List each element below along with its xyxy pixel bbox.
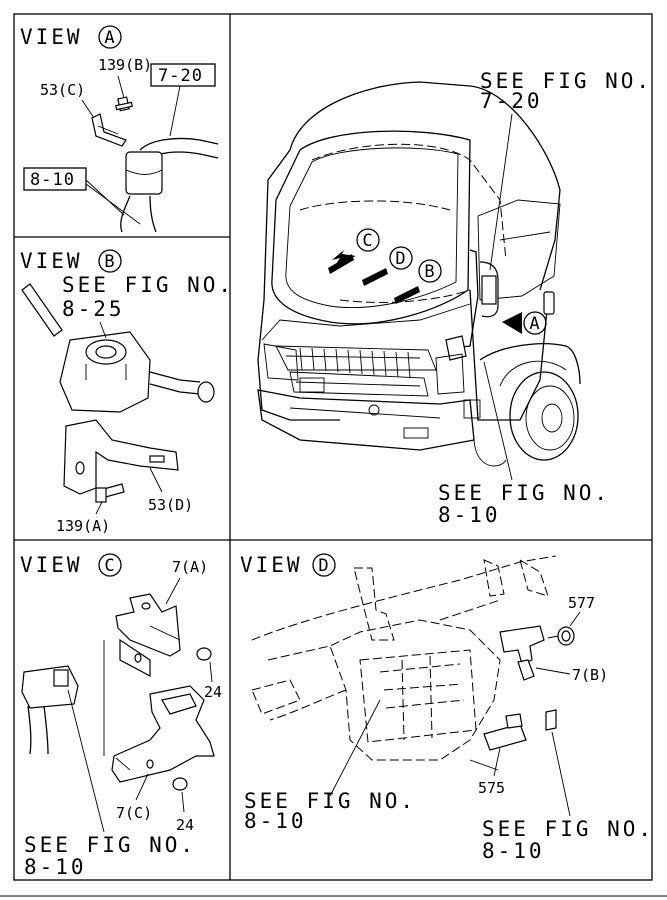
view-a-part-clip: 53(C) <box>40 81 85 99</box>
view-a-ref-top: 7-20 <box>158 66 203 86</box>
view-d-see-fig-right: SEE FIG NO. <box>482 817 654 841</box>
view-d-see-fig-right-no: 8-10 <box>482 839 545 863</box>
arrow-b-icon <box>394 286 420 304</box>
view-d-title: VIEW <box>240 553 303 577</box>
bolt-139b-drawing <box>115 75 133 112</box>
view-c-see-fig: SEE FIG NO. <box>24 833 196 857</box>
nut-24-bottom-drawing <box>172 777 188 791</box>
connector-a-drawing <box>85 85 219 233</box>
marker-d-circle <box>389 246 413 270</box>
view-c-panel: VIEW C 7(A) 24 <box>20 553 222 879</box>
marker-b: B <box>424 262 435 282</box>
panel-borders <box>0 13 667 897</box>
dashboard-assembly-drawing <box>251 555 557 761</box>
view-b-part-bolt: 139(A) <box>56 517 110 535</box>
view-b-see-fig-no: 8-25 <box>62 297 125 321</box>
view-d-part-nut: 577 <box>568 594 595 612</box>
view-a-ref-bottom: 8-10 <box>30 170 75 190</box>
marker-b-circle <box>418 259 442 283</box>
arrow-c-icon <box>332 250 356 264</box>
view-d-letter: D <box>318 556 329 576</box>
nut-24-top-drawing <box>196 647 212 661</box>
arrow-d-icon <box>362 268 388 286</box>
arrow-c-body <box>328 254 354 274</box>
clip-53c-drawing <box>81 99 127 147</box>
view-d-see-fig-left-no: 8-10 <box>244 809 307 833</box>
connector-c-drawing <box>21 665 105 833</box>
main-see-fig-top-no: 7-20 <box>480 89 543 113</box>
view-c-part-nut-top: 24 <box>204 683 222 701</box>
view-c-letter: C <box>104 556 115 576</box>
bracket-53d-drawing <box>63 419 179 495</box>
view-c-circle <box>98 553 122 577</box>
view-a-ref-top-box <box>150 63 216 87</box>
view-a-title: VIEW <box>20 25 83 49</box>
view-b-part-bracket: 53(D) <box>148 496 193 514</box>
view-d-circle <box>312 553 336 577</box>
truck-cab-drawing <box>257 81 581 467</box>
view-c-part-top: 7(A) <box>172 558 208 576</box>
main-see-fig-top: SEE FIG NO. <box>480 69 652 93</box>
marker-c: C <box>362 231 373 251</box>
bolt-139a-drawing <box>95 483 125 515</box>
view-c-part-nut-bottom: 24 <box>176 816 194 834</box>
main-see-fig-bottom-no: 8-10 <box>438 503 501 527</box>
main-see-fig-bottom: SEE FIG NO. <box>438 481 610 505</box>
view-d-panel: VIEW D 577 7(B) <box>240 553 654 863</box>
bracket-7c-drawing <box>103 640 215 783</box>
view-c-title: VIEW <box>20 553 83 577</box>
view-d-part-clip: 575 <box>478 779 505 797</box>
marker-a: A <box>529 314 540 334</box>
marker-c-circle <box>356 228 380 252</box>
view-b-title: VIEW <box>20 249 83 273</box>
main-labels: SEE FIG NO. 7-20 SEE FIG NO. 8-10 C D B … <box>328 69 652 527</box>
view-b-panel: VIEW B SEE FIG NO. 8-25 53(D) <box>20 249 234 535</box>
view-b-letter: B <box>104 252 115 272</box>
view-c-part-bottom: 7(C) <box>116 804 152 822</box>
combination-switch-drawing <box>21 283 215 413</box>
view-a-part-bolt: 139(B) <box>98 56 152 74</box>
bracket-7a-drawing <box>115 593 181 677</box>
view-d-part-bracket: 7(B) <box>572 666 608 684</box>
bracket-7b-drawing <box>499 625 575 681</box>
clip-575-drawing <box>469 709 557 771</box>
marker-a-circle <box>523 311 547 335</box>
view-b-see-fig: SEE FIG NO. <box>62 273 234 297</box>
view-c-see-fig-no: 8-10 <box>24 855 87 879</box>
view-b-circle <box>98 249 122 273</box>
marker-d: D <box>395 249 406 269</box>
view-a-letter: A <box>104 28 115 48</box>
view-d-see-fig-left: SEE FIG NO. <box>244 789 416 813</box>
view-a-panel: VIEW A 139(B) 53(C) 7-20 8-10 <box>20 25 219 233</box>
arrow-a-icon <box>502 312 522 334</box>
view-a-ref-bottom-box <box>23 167 87 191</box>
view-a-circle <box>98 25 122 49</box>
